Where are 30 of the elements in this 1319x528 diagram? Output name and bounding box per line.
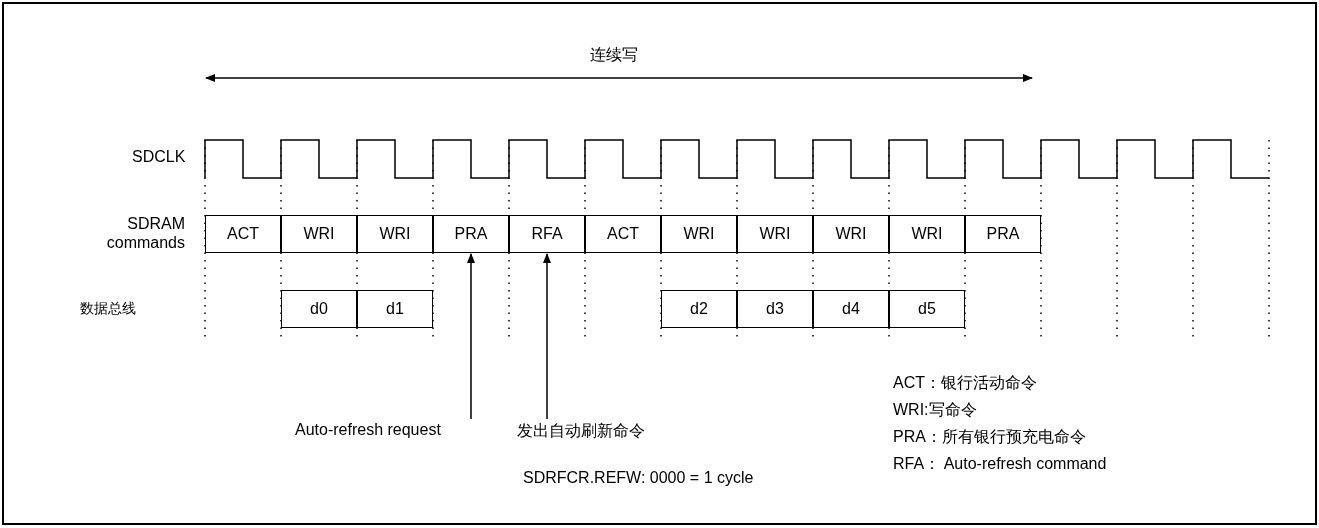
signal-name: SDRAM commands: [105, 214, 185, 252]
command-cell: ACT: [585, 215, 661, 253]
command-cell: PRA: [965, 215, 1041, 253]
data-cell: d5: [889, 290, 965, 328]
command-cell: PRA: [433, 215, 509, 253]
signal-name: SDCLK: [132, 148, 186, 166]
command-cell: WRI: [661, 215, 737, 253]
data-cell: d3: [737, 290, 813, 328]
annotation-text: 发出自动刷新命令: [517, 421, 645, 442]
span-label: 连续写: [590, 45, 638, 65]
legend-note: RFA： Auto-refresh command: [893, 454, 1107, 474]
data-cell: d1: [357, 290, 433, 328]
command-cell: RFA: [509, 215, 585, 253]
command-cell: ACT: [205, 215, 281, 253]
data-cell: d0: [281, 290, 357, 328]
note-text: SDRFCR.REFW: 0000 = 1 cycle: [523, 469, 754, 487]
command-cell: WRI: [357, 215, 433, 253]
annotation-text: Auto-refresh request: [295, 421, 441, 439]
signal-name: 数据总线: [80, 300, 136, 318]
command-cell: WRI: [889, 215, 965, 253]
command-cell: WRI: [813, 215, 889, 253]
command-cell: WRI: [737, 215, 813, 253]
legend-note: PRA：所有银行预充电命令: [893, 427, 1086, 447]
command-cell: WRI: [281, 215, 357, 253]
legend-note: WRI:写命令: [893, 400, 977, 420]
arrow: [467, 253, 475, 420]
data-cell: d2: [661, 290, 737, 328]
arrow: [543, 253, 551, 420]
legend-note: ACT：银行活动命令: [893, 373, 1037, 393]
data-cell: d4: [813, 290, 889, 328]
